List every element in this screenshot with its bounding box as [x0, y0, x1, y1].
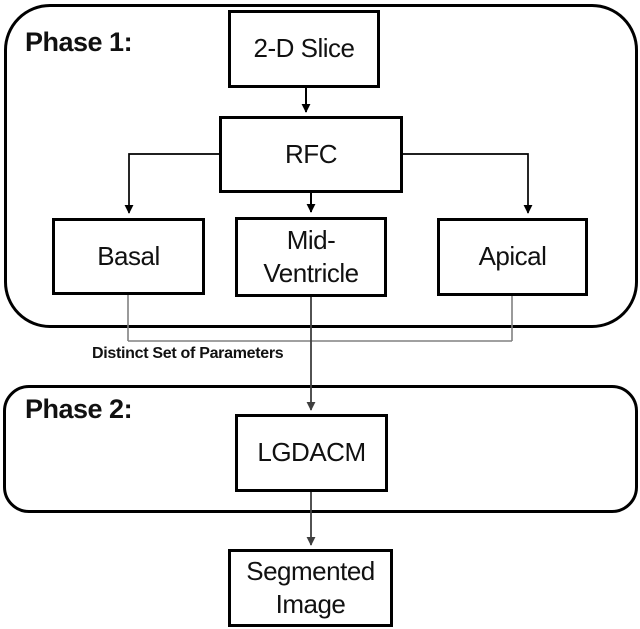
node-apical: Apical: [437, 218, 588, 296]
node-basal: Basal: [52, 218, 205, 295]
node-mid-ventricle: Mid-Ventricle: [235, 217, 387, 297]
node-apical-label: Apical: [478, 241, 547, 272]
edge-rfc-to-basal: [124, 153, 219, 214]
phase1-container: [4, 4, 638, 328]
phase2-label: Phase 2:: [25, 394, 133, 424]
node-rfc-label: RFC: [285, 138, 337, 169]
node-rfc: RFC: [219, 116, 403, 193]
node-lgdacm: LGDACM: [235, 414, 388, 492]
edge-rfc-to-apical: [403, 153, 533, 214]
phase2-container: [3, 385, 638, 513]
node-lgdacm-label: LGDACM: [257, 437, 366, 468]
node-basal-label: Basal: [97, 240, 160, 271]
distinct-parameters-annotation: Distinct Set of Parameters: [92, 345, 284, 362]
node-2d-slice-label: 2-D Slice: [253, 33, 355, 64]
node-2d-slice: 2-D Slice: [228, 10, 380, 88]
node-segmented-image: Segmented Image: [228, 549, 393, 627]
phase1-label: Phase 1:: [25, 27, 133, 57]
node-mid-ventricle-label: Mid-Ventricle: [263, 224, 359, 288]
node-segmented-image-label: Segmented Image: [246, 555, 375, 619]
